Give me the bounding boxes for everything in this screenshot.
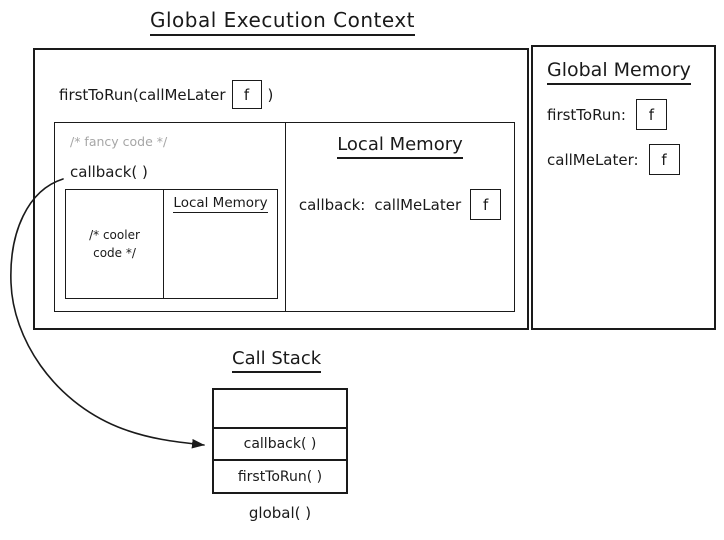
fancy-code-comment: /* fancy code */	[70, 134, 168, 149]
global-memory-entry: callMeLater: f	[547, 144, 714, 175]
diagram-title: Global Execution Context	[150, 8, 416, 36]
call-stack-title: Call Stack	[232, 348, 322, 373]
call-stack-frame: firstToRun( )	[214, 459, 346, 492]
global-memory-box: Global Memory firstToRun: f callMeLater:…	[531, 45, 716, 330]
call-line-prefix: firstToRun(callMeLater	[59, 85, 226, 104]
inner-local-memory-title: Local Memory	[173, 195, 268, 213]
callback-execution-context-box: /* cooler code */ Local Memory	[65, 189, 278, 299]
global-memory-entry-label: callMeLater:	[547, 150, 639, 169]
callback-invocation-label: callback( )	[70, 163, 148, 181]
local-memory-entry-label: callback:	[298, 195, 366, 214]
call-stack-frame: callback( )	[214, 426, 346, 460]
function-badge: f	[470, 189, 502, 220]
call-line-suffix: )	[267, 85, 274, 104]
cooler-code-line2: code */	[93, 246, 136, 260]
call-stack-box: callback( ) firstToRun( )	[212, 388, 348, 494]
global-memory-title: Global Memory	[547, 59, 714, 85]
call-stack-base-label: global( )	[248, 504, 312, 522]
cooler-code-cell: /* cooler code */	[66, 190, 164, 298]
global-memory-entry-label: firstToRun:	[547, 105, 626, 124]
execution-inner-box: /* fancy code */ callback( ) /* cooler c…	[54, 122, 515, 312]
function-badge: f	[231, 80, 262, 109]
local-memory-panel: Local Memory callback: callMeLater f	[286, 123, 514, 311]
local-memory-entry-value: callMeLater	[374, 195, 462, 214]
function-badge: f	[635, 99, 667, 130]
global-execution-context-box: firstToRun(callMeLater f ) /* fancy code…	[33, 48, 529, 330]
first-to-run-call-line: firstToRun(callMeLater f )	[59, 80, 273, 109]
inner-local-memory-cell: Local Memory	[164, 190, 277, 298]
diagram-title-text: Global Execution Context	[150, 8, 416, 36]
cooler-code-line1: /* cooler	[89, 228, 140, 242]
local-memory-title: Local Memory	[286, 134, 514, 159]
function-badge: f	[648, 144, 680, 175]
global-memory-entry: firstToRun: f	[547, 99, 714, 130]
local-memory-entry: callback: callMeLater f	[286, 189, 514, 220]
call-stack-frame-empty	[214, 390, 346, 427]
fancy-code-panel: /* fancy code */ callback( ) /* cooler c…	[55, 123, 286, 311]
